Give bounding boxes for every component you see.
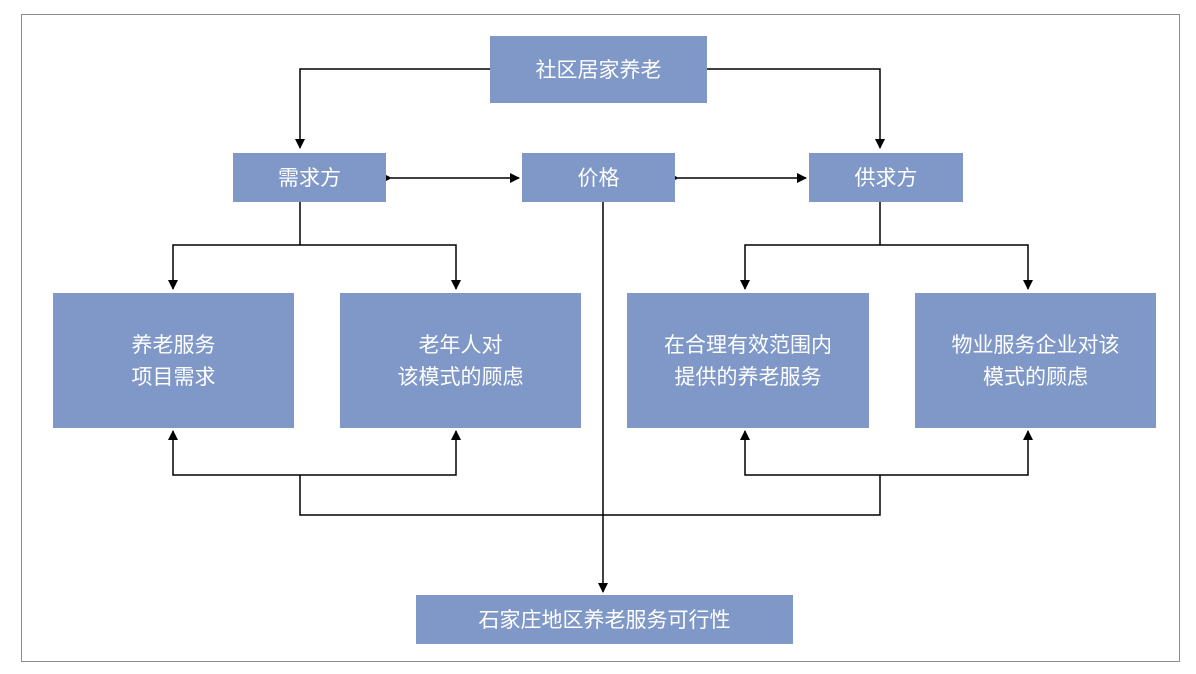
node-elderly-concerns-line2: 该模式的顾虑 xyxy=(397,364,524,389)
node-reasonable-service-line2: 提供的养老服务 xyxy=(674,364,822,389)
diagram-frame xyxy=(21,14,1180,662)
node-feasibility: 石家庄地区养老服务可行性 xyxy=(416,595,793,644)
arrow-community-to-demand xyxy=(295,68,490,149)
arrow-supply-to-reasonable xyxy=(740,244,880,290)
node-elderly-service-demand-line1: 养老服务 xyxy=(131,332,216,357)
node-demand-label: 需求方 xyxy=(278,165,341,190)
node-supply-label: 供求方 xyxy=(854,165,918,190)
node-supply: 供求方 xyxy=(809,153,963,202)
node-community: 社区居家养老 xyxy=(490,36,707,103)
node-property-concerns: 物业服务企业对该 模式的顾虑 xyxy=(915,293,1156,428)
node-price: 价格 xyxy=(522,153,675,202)
node-elderly-concerns-line1: 老年人对 xyxy=(418,332,503,357)
arrow-feedback-to-service xyxy=(168,430,300,476)
node-reasonable-service-line1: 在合理有效范围内 xyxy=(664,332,832,357)
line-bottom-connector xyxy=(299,475,881,516)
arrow-supply-to-property xyxy=(880,244,1033,290)
node-elderly-service-demand: 养老服务 项目需求 xyxy=(53,293,294,428)
arrow-community-to-supply xyxy=(707,68,885,149)
node-elderly-concerns: 老年人对 该模式的顾虑 xyxy=(340,293,581,428)
arrow-feedback-to-reasonable xyxy=(740,430,880,476)
arrow-feedback-to-concerns xyxy=(300,430,461,476)
node-community-label: 社区居家养老 xyxy=(535,57,662,82)
node-feasibility-label: 石家庄地区养老服务可行性 xyxy=(478,607,731,632)
arrow-demand-to-concerns xyxy=(300,244,461,290)
node-reasonable-service: 在合理有效范围内 提供的养老服务 xyxy=(627,293,869,428)
arrow-demand-to-service xyxy=(168,244,300,290)
node-property-concerns-line1: 物业服务企业对该 xyxy=(951,332,1120,357)
node-price-label: 价格 xyxy=(577,165,620,190)
node-demand: 需求方 xyxy=(233,153,386,202)
arrow-feedback-to-property xyxy=(880,430,1033,476)
node-property-concerns-line2: 模式的顾虑 xyxy=(983,364,1088,389)
node-elderly-service-demand-line2: 项目需求 xyxy=(131,364,216,389)
